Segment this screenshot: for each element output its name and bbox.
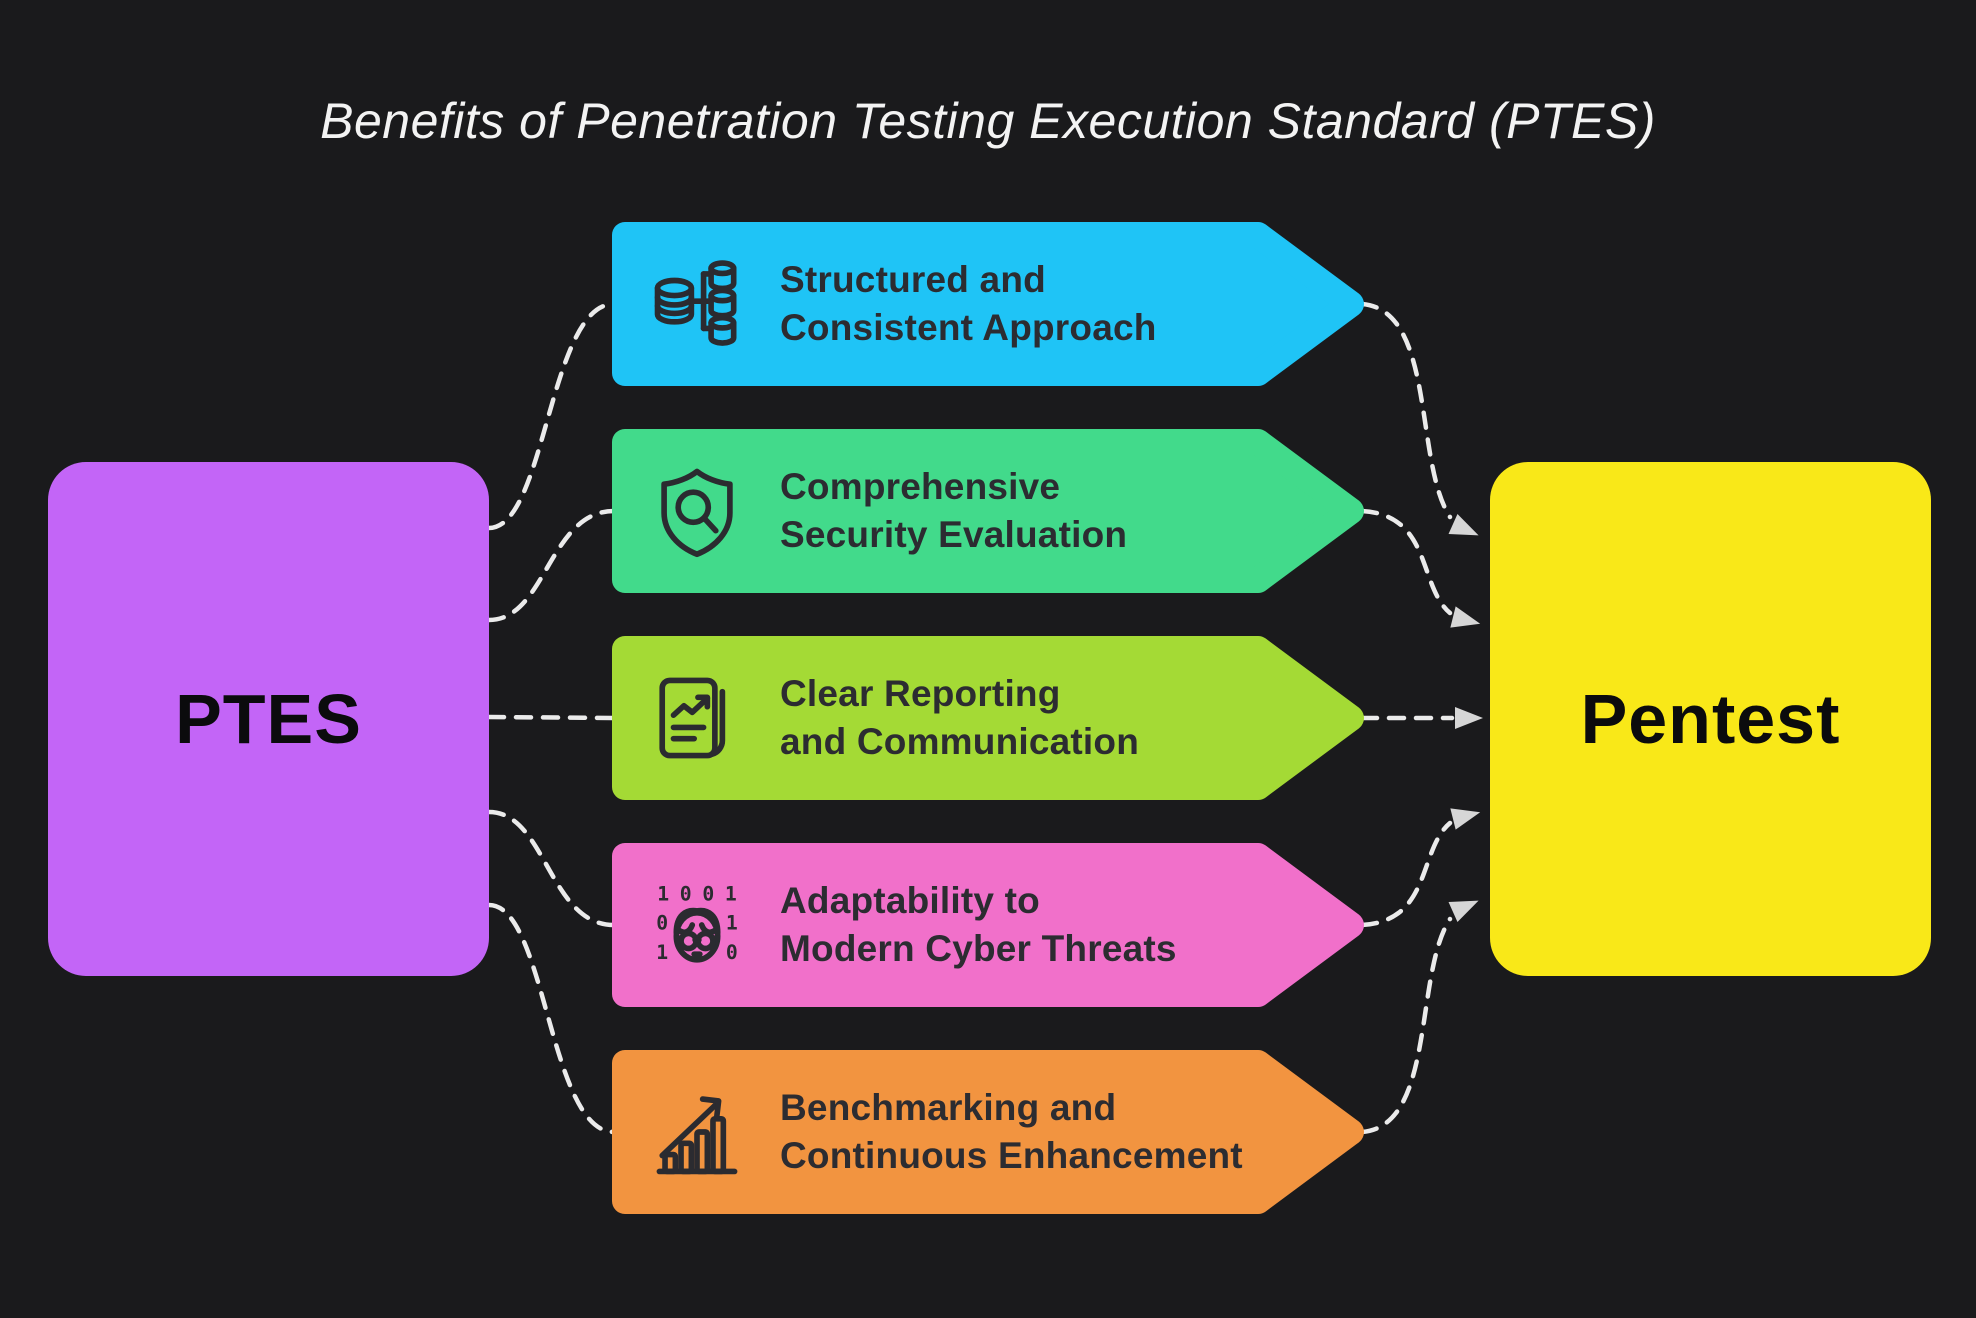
benefit-structured-consistent-approach: Structured and Consistent Approach (612, 222, 1364, 386)
connector-ptes-to-benefit-3 (486, 714, 617, 721)
banner-arrow-shape (612, 636, 1364, 800)
arrowhead-3 (1455, 707, 1483, 729)
benefit-comprehensive-security-evaluation: Comprehensive Security Evaluation (612, 429, 1364, 593)
connector-benefit-4-to-pentest (1359, 820, 1453, 928)
benefit-label-line2: Security Evaluation (780, 514, 1128, 555)
banner-arrow-path (612, 429, 1364, 593)
benefit-label-line1: Benchmarking and (780, 1086, 1117, 1128)
benefit-label-line1: Clear Reporting (780, 672, 1061, 714)
benefit-content: Comprehensive Security Evaluation (612, 429, 1364, 593)
ptes-node-label: PTES (175, 680, 362, 758)
binary-digit: 1 (725, 883, 737, 906)
ptes-node: PTES (48, 462, 489, 976)
banner-arrow-shape (612, 843, 1364, 1007)
banner-arrow-shape (612, 222, 1364, 386)
connector-ptes-to-benefit-1 (486, 301, 617, 531)
binary-digit: 0 (680, 883, 692, 906)
connector-benefit-2-to-pentest (1359, 508, 1453, 616)
arrowhead-4 (1450, 808, 1481, 830)
benefit-label-line2: and Communication (780, 721, 1140, 762)
arrowhead-1 (1448, 513, 1479, 536)
connector-benefit-1-to-pentest (1359, 301, 1453, 520)
benefit-label: Comprehensive Security Evaluation (780, 463, 1127, 559)
benefit-label-line1: Structured and (780, 258, 1046, 300)
benefit-label: Clear Reporting and Communication (780, 670, 1139, 766)
benefit-content: Structured and Consistent Approach (612, 222, 1364, 386)
binary-digit: 1 (726, 912, 738, 935)
connector-ptes-to-benefit-4 (486, 809, 617, 928)
benefit-content: Clear Reporting and Communication (612, 636, 1364, 800)
benefit-content: 1 0 0 1 0 1 1 0 Adaptability to Modern C… (612, 843, 1364, 1007)
binary-digit: 1 (657, 883, 669, 906)
binary-digit: 0 (656, 912, 668, 935)
benefit-content: Benchmarking and Continuous Enhancement (612, 1050, 1364, 1214)
benefit-label: Adaptability to Modern Cyber Threats (780, 877, 1177, 973)
pentest-node: Pentest (1490, 462, 1931, 976)
benefit-adaptability-modern-threats: 1 0 0 1 0 1 1 0 Adaptability to Modern C… (612, 843, 1364, 1007)
banner-arrow-path (612, 222, 1364, 386)
arrowhead-5 (1448, 900, 1479, 923)
hacker-binary-icon: 1 0 0 1 0 1 1 0 (650, 878, 744, 972)
growth-chart-icon (650, 1085, 744, 1179)
banner-arrow-path (612, 636, 1364, 800)
benefit-clear-reporting-communication: Clear Reporting and Communication (612, 636, 1364, 800)
benefit-label-line2: Modern Cyber Threats (780, 928, 1177, 969)
banner-arrow-path (612, 843, 1364, 1007)
connector-ptes-to-benefit-2 (486, 508, 617, 623)
pentest-node-label: Pentest (1580, 680, 1841, 758)
binary-digit: 0 (726, 941, 738, 964)
report-document-icon (650, 671, 744, 765)
shield-search-icon (650, 464, 744, 558)
benefit-label: Benchmarking and Continuous Enhancement (780, 1084, 1243, 1180)
benefit-label-line1: Comprehensive (780, 465, 1061, 507)
banner-arrow-shape (612, 1050, 1364, 1214)
connector-benefit-5-to-pentest (1359, 916, 1453, 1135)
banner-arrow-shape (612, 429, 1364, 593)
benefit-label: Structured and Consistent Approach (780, 256, 1157, 352)
connector-ptes-to-benefit-5 (486, 902, 617, 1135)
banner-arrow-path (612, 1050, 1364, 1214)
database-structure-icon (650, 257, 744, 351)
arrowhead-2 (1450, 606, 1481, 628)
benefit-label-line2: Continuous Enhancement (780, 1135, 1243, 1176)
binary-digit: 1 (656, 941, 668, 964)
benefit-label-line2: Consistent Approach (780, 307, 1157, 348)
binary-digit: 0 (702, 883, 714, 906)
page-title: Benefits of Penetration Testing Executio… (320, 92, 1656, 149)
benefit-benchmarking-continuous-enhancement: Benchmarking and Continuous Enhancement (612, 1050, 1364, 1214)
benefit-label-line1: Adaptability to (780, 879, 1040, 921)
